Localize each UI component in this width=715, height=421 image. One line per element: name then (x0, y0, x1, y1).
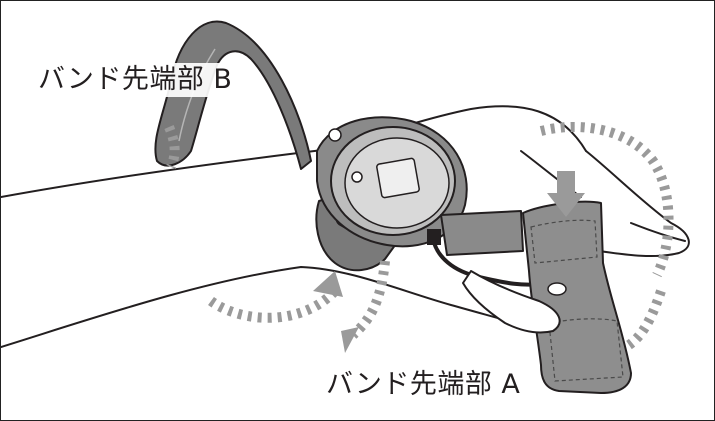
rotation-arrow-icon (208, 287, 339, 323)
arrow-head-bottom (341, 327, 359, 353)
label-band-end-b: バンド先端部 B (35, 63, 236, 97)
label-band-end-a: バンド先端部 A (323, 368, 524, 402)
down-arrow-shaft (557, 171, 575, 193)
arrow-head-left (313, 271, 343, 297)
rotation-arrow-icon (626, 289, 666, 350)
thumb-overlap (462, 270, 561, 334)
watch-button (351, 171, 363, 183)
rotation-arrow-icon (349, 260, 390, 339)
fingers-outline (585, 150, 690, 258)
cable-connector (427, 229, 441, 245)
finger-crease (630, 222, 686, 242)
watch-top-lug (328, 128, 342, 142)
watch-display (376, 157, 420, 199)
band-pad-hole (547, 282, 567, 296)
down-arrow-icon (547, 193, 585, 217)
rotation-arrow-icon (164, 125, 180, 169)
watch-unit (316, 116, 468, 248)
rotation-arrow-icon (539, 121, 674, 278)
band-strap-a (440, 210, 524, 256)
band-pad-stitch-top (530, 219, 598, 264)
band-strap-b (154, 20, 312, 170)
band-pad-a (522, 200, 632, 394)
